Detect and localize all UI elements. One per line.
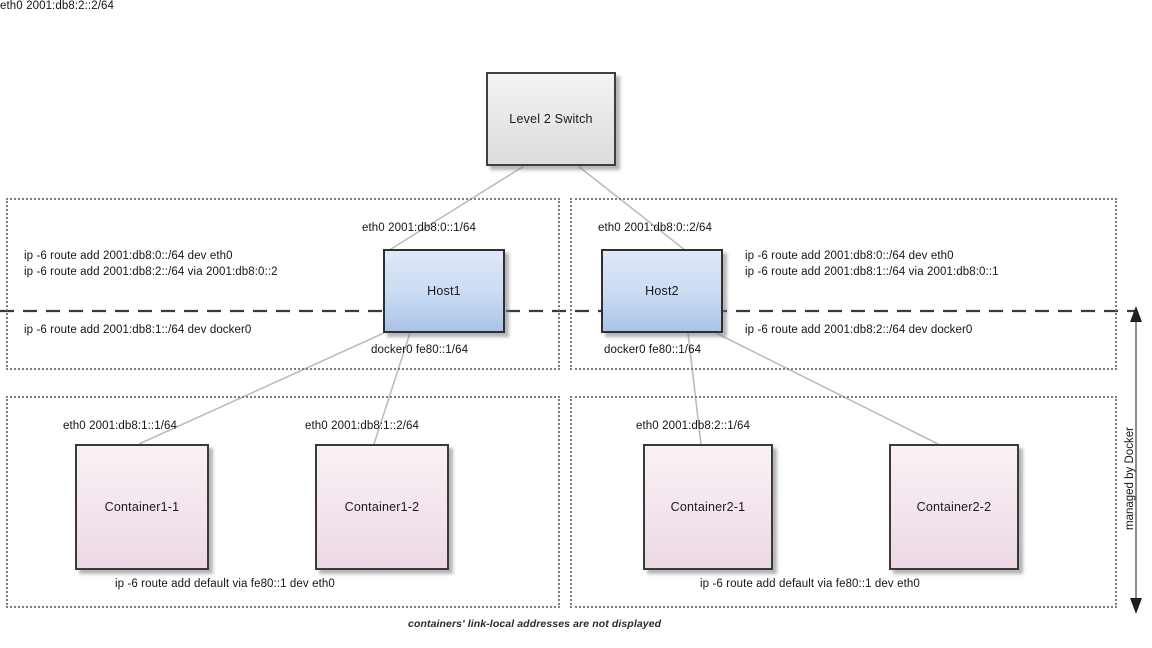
container1-2-label: Container1-2: [344, 500, 420, 514]
node-container2-2[interactable]: Container2-2: [889, 444, 1019, 570]
host1-eth0-label: eth0 2001:db8:0::1/64: [362, 222, 477, 234]
diagram-caption: containers' link-local addresses are not…: [408, 618, 662, 630]
node-level-2-switch[interactable]: Level 2 Switch: [486, 72, 616, 166]
host2-eth0-label: eth0 2001:db8:0::2/64: [598, 222, 713, 234]
host2-routes-above: ip -6 route add 2001:db8:0::/64 dev eth0…: [745, 248, 999, 280]
container1-1-eth0-label: eth0 2001:db8:1::1/64: [63, 420, 178, 432]
node-container2-1[interactable]: Container2-1: [643, 444, 773, 570]
host1-label: Host1: [427, 284, 461, 298]
container-group-1-boundary: [6, 396, 560, 608]
host1-routes-above: ip -6 route add 2001:db8:0::/64 dev eth0…: [24, 248, 278, 280]
node-host1[interactable]: Host1: [383, 249, 505, 333]
container-group-2-default-route: ip -6 route add default via fe80::1 dev …: [700, 578, 920, 590]
host1-route-above-2: ip -6 route add 2001:db8:2::/64 via 2001…: [24, 266, 278, 278]
container1-1-label: Container1-1: [104, 500, 180, 514]
managed-by-docker-label: managed by Docker: [1124, 427, 1136, 530]
host1-boundary-group: [6, 198, 560, 370]
host2-route-above-2: ip -6 route add 2001:db8:1::/64 via 2001…: [745, 266, 999, 278]
host2-route-above-1: ip -6 route add 2001:db8:0::/64 dev eth0: [745, 250, 954, 262]
host2-docker0-label: docker0 fe80::1/64: [604, 344, 702, 356]
container2-2-label: Container2-2: [916, 500, 992, 514]
node-container1-2[interactable]: Container1-2: [315, 444, 449, 570]
host1-docker0-label: docker0 fe80::1/64: [371, 344, 469, 356]
node-container1-1[interactable]: Container1-1: [75, 444, 209, 570]
host1-routes-below: ip -6 route add 2001:db8:1::/64 dev dock…: [24, 322, 251, 338]
host2-boundary-group: [570, 198, 1117, 370]
node-host2[interactable]: Host2: [601, 249, 723, 333]
container2-2-eth0-label: eth0 2001:db8:2::2/64: [0, 0, 115, 12]
host1-route-below-1: ip -6 route add 2001:db8:1::/64 dev dock…: [24, 324, 252, 336]
host1-route-above-1: ip -6 route add 2001:db8:0::/64 dev eth0: [24, 250, 233, 262]
host2-routes-below: ip -6 route add 2001:db8:2::/64 dev dock…: [745, 322, 972, 338]
host2-label: Host2: [645, 284, 679, 298]
container1-2-eth0-label: eth0 2001:db8:1::2/64: [305, 420, 420, 432]
container2-1-label: Container2-1: [670, 500, 746, 514]
host2-route-below-1: ip -6 route add 2001:db8:2::/64 dev dock…: [745, 324, 973, 336]
switch-label: Level 2 Switch: [509, 112, 593, 126]
container-group-1-default-route: ip -6 route add default via fe80::1 dev …: [115, 578, 335, 590]
container2-1-eth0-label: eth0 2001:db8:2::1/64: [636, 420, 751, 432]
container-group-2-boundary: [570, 396, 1117, 608]
